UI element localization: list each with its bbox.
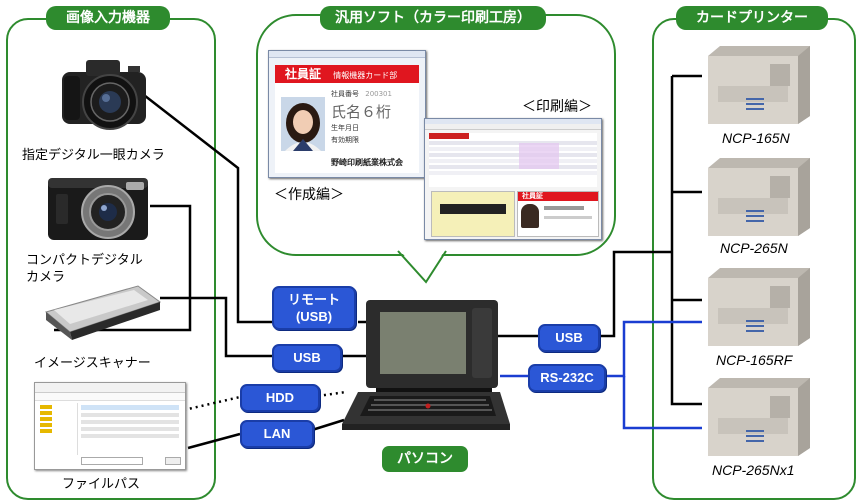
card-name: 氏名６桁 [331,103,392,121]
file-dialog-icon [34,382,186,470]
card-expiry-label: 有効期限 [331,136,359,144]
hdd-button: HDD [240,384,320,412]
card-id-value: 200301 [365,90,392,98]
id-card-editor-window: 社員証 情報機器カード部 社員番号 200301 氏名６桁 生年月日 有効期限 … [268,50,426,178]
file-path-label: ファイルパス [62,477,141,492]
print-window: 社員証 [424,118,602,240]
remote-label: リモート [287,292,340,307]
id-photo-icon [281,97,325,151]
rs232c-button: RS-232C [528,364,606,392]
input-devices-header: 画像入力機器 [46,6,170,30]
scanner-icon [44,285,162,340]
printer-ncp265n-icon [708,158,810,236]
usb-right-button: USB [538,324,600,352]
lan-button: LAN [240,420,314,448]
compact-camera-label-1: コンパクトデジタル [26,253,143,268]
card-id-label: 社員番号 [331,90,359,98]
usb-left-button: USB [272,344,342,372]
pc-label: パソコン [382,446,468,472]
dslr-label: 指定デジタル一眼カメラ [22,148,165,163]
card-birth-label: 生年月日 [331,124,359,132]
printer-ncp165n-label: NCP-165N [722,130,790,146]
remote-usb-label: (USB) [295,309,333,324]
card-title: 社員証 [285,67,322,81]
create-mode-label: ＜作成編＞ [274,187,344,203]
card-company: 野崎印刷紙業株式会 [331,158,403,167]
compact-camera-icon [48,178,148,240]
printer-ncp265n-label: NCP-265N [720,240,788,256]
printer-header: カードプリンター [676,6,828,30]
printer-ncp265nx1-label: NCP-265Nx1 [712,462,795,478]
laptop-pc-icon [342,300,510,430]
scanner-label: イメージスキャナー [34,356,151,371]
compact-camera-label-2: カメラ [26,270,66,285]
printer-ncp265nx1-icon [708,378,810,456]
dslr-camera-icon [62,60,146,130]
printer-ncp165rf-icon [708,268,810,346]
printer-ncp165rf-label: NCP-165RF [716,352,793,368]
remote-usb-button: リモート (USB) [272,286,356,330]
printer-ncp165n-icon [708,46,810,124]
software-header: 汎用ソフト（カラー印刷工房） [320,6,546,30]
card-department: 情報機器カード部 [333,71,398,80]
print-mode-label: ＜印刷編＞ [522,99,592,115]
